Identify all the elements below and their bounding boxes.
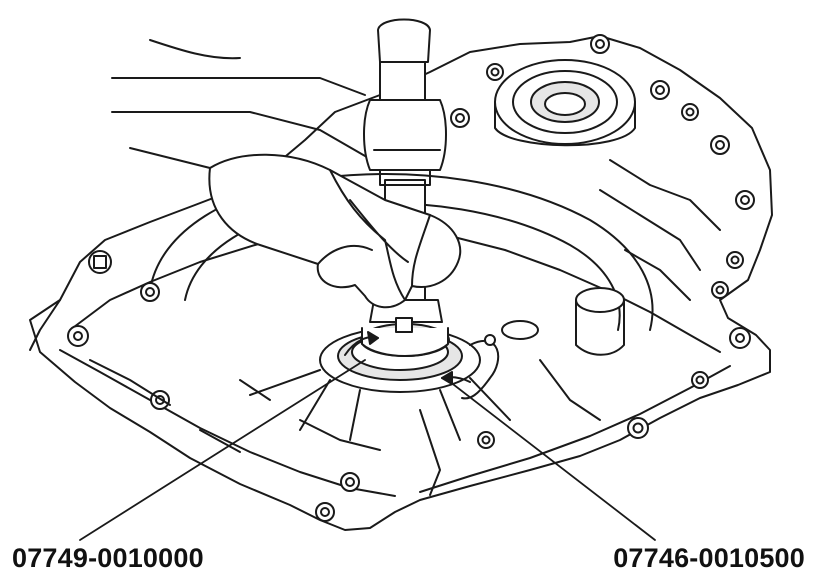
- hammer-neck: [374, 150, 440, 185]
- case-ribs: [30, 160, 720, 495]
- leader-right: [445, 378, 655, 540]
- snap-wire-end: [485, 335, 495, 345]
- arrow-left-seal-head: [368, 332, 378, 344]
- right-boss-2: [502, 321, 538, 339]
- right-boss: [576, 288, 624, 312]
- bolt-holes: [68, 35, 754, 521]
- installer-knob: [396, 318, 412, 332]
- thumb: [318, 246, 372, 264]
- right-boss-body: [576, 300, 624, 355]
- case-inner-ridge-3: [420, 366, 730, 492]
- tool-number-right: 07746-0010500: [613, 543, 805, 573]
- installer-attachment-body: [362, 328, 448, 356]
- hand-fingers: [330, 170, 430, 300]
- bell-housing: [150, 174, 653, 330]
- hammer-head: [364, 100, 446, 170]
- tool-number-left: 07749-0010000: [12, 543, 204, 573]
- bearing-bore: [545, 93, 585, 115]
- hammer-handle: [380, 60, 425, 100]
- leader-left: [80, 360, 365, 540]
- arm: [112, 40, 372, 168]
- hammer-top: [378, 20, 430, 63]
- boss-cylinder: [495, 102, 635, 145]
- hub-spokes: [250, 370, 510, 440]
- bell-housing-inner: [185, 203, 620, 330]
